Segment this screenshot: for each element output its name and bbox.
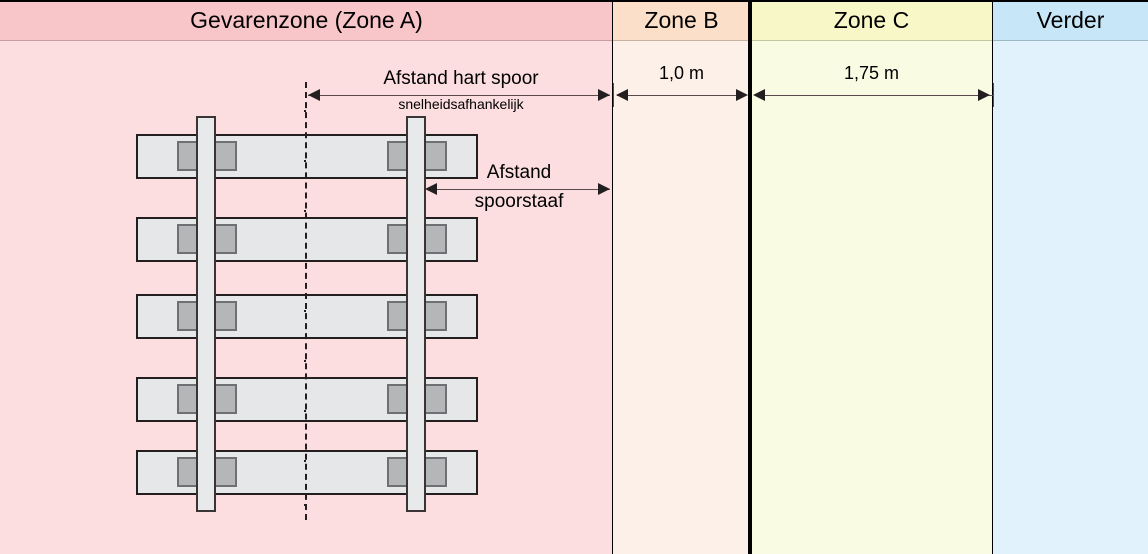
track-centerline <box>304 82 307 520</box>
arrow-left-icon <box>425 183 437 195</box>
dim-label-hart-spoor-sub: snelheidsafhankelijk <box>398 96 524 112</box>
arrow-left-icon <box>308 89 320 101</box>
dim-label-spoorstaaf: Afstand <box>428 162 610 183</box>
arrow-right-icon <box>736 89 748 101</box>
zone-verder-header: Verder <box>993 0 1148 41</box>
zone-verder-body <box>993 0 1148 554</box>
zone-c-body <box>750 0 993 554</box>
boundary-c-verder <box>992 0 993 554</box>
boundary-b-c <box>748 0 752 554</box>
zone-b-body <box>613 0 750 554</box>
dim-tick-zone-c-end <box>993 83 994 107</box>
header-divider-rule <box>0 40 1148 41</box>
dim-tick-zone-b-start <box>613 83 614 107</box>
arrow-right-icon <box>598 183 610 195</box>
zone-column-c: Zone C <box>750 0 993 554</box>
dim-line-zone-b <box>617 95 745 96</box>
dim-sublabel-spoorstaaf: spoorstaaf <box>428 191 610 212</box>
dim-label-zone-b-width: 1,0 m <box>658 63 705 83</box>
zone-a-header: Gevarenzone (Zone A) <box>0 0 613 41</box>
dim-label-spoorstaaf-sub: spoorstaaf <box>474 191 564 212</box>
zone-a-label: Gevarenzone (Zone A) <box>190 7 423 33</box>
zone-c-header: Zone C <box>750 0 993 41</box>
dim-label-spoorstaaf-main: Afstand <box>486 162 552 183</box>
dim-line-zone-c <box>757 95 993 96</box>
dim-label-hart-spoor: Afstand hart spoor <box>311 68 611 89</box>
arrow-left-icon <box>753 89 765 101</box>
dim-line-hart-spoor <box>308 95 610 96</box>
arrow-left-icon <box>616 89 628 101</box>
zone-b-header: Zone B <box>613 0 750 41</box>
dim-sublabel-hart-spoor: snelheidsafhankelijk <box>311 96 611 113</box>
arrow-right-icon <box>598 89 610 101</box>
rail-left <box>196 116 216 512</box>
zone-column-b: Zone B <box>613 0 750 554</box>
dim-label-hart-spoor-main: Afstand hart spoor <box>383 68 539 89</box>
zone-verder-label: Verder <box>1036 7 1105 33</box>
zone-column-verder: Verder <box>993 0 1148 554</box>
arrow-right-icon <box>978 89 990 101</box>
dim-label-zone-c-width: 1,75 m <box>843 63 900 83</box>
dim-line-spoorstaaf <box>428 189 610 190</box>
zone-c-label: Zone C <box>833 7 910 33</box>
zone-b-label: Zone B <box>644 7 719 33</box>
top-border-rule <box>0 0 1148 2</box>
boundary-a-b <box>612 0 613 554</box>
rail-right <box>406 116 426 512</box>
